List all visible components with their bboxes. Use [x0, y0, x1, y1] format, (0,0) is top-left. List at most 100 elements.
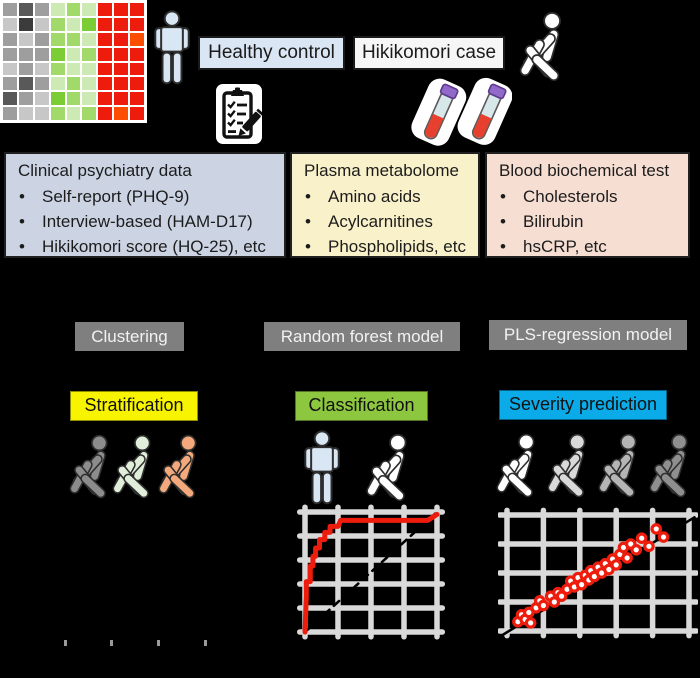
heatmap-cell	[66, 107, 81, 120]
heatmap-cell	[82, 47, 97, 61]
heatmap-cell	[50, 77, 65, 91]
heatmap-cell	[82, 62, 97, 76]
heatmap-cell	[66, 62, 81, 76]
heatmap-tick	[64, 640, 67, 646]
clinical-psychiatry-title: Clinical psychiatry data	[18, 161, 192, 180]
checklist-clipboard-icon	[216, 84, 262, 144]
heatmap-cell	[82, 17, 97, 31]
heatmap-cell	[98, 3, 113, 16]
hikikomori-case-text: Hikikomori case	[361, 42, 497, 63]
hikikomori-case-label: Hikikomori case	[353, 36, 505, 70]
clustering-text: Clustering	[91, 327, 168, 346]
heatmap-cell	[66, 3, 81, 16]
heatmap-cell	[66, 17, 81, 31]
clinical-psychiatry-box: Clinical psychiatry data Self-report (PH…	[4, 152, 286, 259]
heatmap-cell	[130, 17, 144, 31]
healthy-control-label: Healthy control	[198, 36, 345, 70]
heatmap-cell	[98, 47, 113, 61]
heatmap-cell	[114, 107, 129, 120]
cluster-person-gray-icon	[66, 433, 114, 501]
heatmap-cell	[50, 107, 65, 120]
heatmap-cell	[130, 3, 144, 16]
plasma-metabolome-box: Plasma metabolome Amino acidsAcylcarniti…	[290, 152, 480, 259]
heatmap-cell	[3, 107, 17, 120]
heatmap-cell	[3, 3, 17, 16]
plasma-metabolome-items: Amino acidsAcylcarnitinesPhospholipids, …	[292, 184, 478, 259]
heatmap-cell	[18, 17, 33, 31]
heatmap-cell	[130, 47, 144, 61]
heatmap-cell	[34, 107, 49, 120]
blood-biochemical-items: CholesterolsBilirubinhsCRP, etc	[487, 184, 688, 259]
severity-person-1-icon	[492, 432, 542, 500]
heatmap-cell	[82, 92, 97, 106]
stratification-label: Stratification	[70, 391, 198, 421]
blood-tubes-icon	[406, 76, 512, 150]
heatmap-cell	[3, 17, 17, 31]
heatmap-cell	[18, 47, 33, 61]
heatmap-cell	[50, 92, 65, 106]
heatmap-cell	[130, 107, 144, 120]
heatmap-cell	[114, 47, 129, 61]
heatmap-cell	[66, 47, 81, 61]
heatmap-cell	[50, 62, 65, 76]
heatmap-cell	[50, 3, 65, 16]
clustering-label: Clustering	[75, 322, 184, 351]
heatmap-cell	[114, 62, 129, 76]
plasma-metabolome-title: Plasma metabolome	[304, 161, 459, 180]
heatmap-cell	[114, 3, 129, 16]
heatmap-cell	[3, 47, 17, 61]
random-forest-label: Random forest model	[264, 322, 460, 351]
heatmap-cell	[98, 32, 113, 46]
heatmap-tick	[110, 640, 113, 646]
classification-healthy-icon	[300, 430, 344, 506]
blood-biochemical-title: Blood biochemical test	[499, 161, 670, 180]
heatmap-cell	[130, 32, 144, 46]
heatmap-cell	[66, 32, 81, 46]
heatmap-cell	[66, 77, 81, 91]
severity-person-4-icon	[645, 432, 695, 500]
heatmap-cell	[98, 92, 113, 106]
heatmap-cell	[98, 17, 113, 31]
heatmap-cell	[82, 107, 97, 120]
bullet-item: Phospholipids, etc	[292, 234, 478, 259]
bullet-item: Acylcarnitines	[292, 209, 478, 234]
cluster-person-orange-icon	[155, 433, 203, 501]
healthy-control-text: Healthy control	[208, 42, 335, 63]
bullet-item: Bilirubin	[487, 209, 688, 234]
cluster-person-green-icon	[109, 433, 157, 501]
heatmap-cell	[3, 77, 17, 91]
heatmap-cell	[98, 77, 113, 91]
heatmap-cell	[3, 62, 17, 76]
heatmap-tick	[204, 640, 207, 646]
classification-case-icon	[362, 432, 414, 504]
classification-label: Classification	[295, 391, 428, 421]
classification-text: Classification	[308, 395, 415, 415]
heatmap-cell	[82, 32, 97, 46]
bullet-item: hsCRP, etc	[487, 234, 688, 259]
bullet-item: Self-report (PHQ-9)	[6, 184, 284, 209]
hikikomori-person-icon	[512, 10, 572, 84]
severity-prediction-text: Severity prediction	[508, 394, 658, 414]
random-forest-text: Random forest model	[280, 327, 444, 346]
heatmap-cell	[130, 77, 144, 91]
heatmap-cell	[18, 32, 33, 46]
bullet-item: Cholesterols	[487, 184, 688, 209]
pls-regression-label: PLS-regression model	[489, 320, 687, 350]
blood-biochemical-box: Blood biochemical test CholesterolsBilir…	[485, 152, 690, 259]
severity-scatter-plot	[498, 507, 698, 639]
heatmap-cell	[50, 47, 65, 61]
clinical-psychiatry-items: Self-report (PHQ-9)Interview-based (HAM-…	[6, 184, 284, 259]
bullet-item: Interview-based (HAM-D17)	[6, 209, 284, 234]
pls-regression-text: PLS-regression model	[503, 325, 673, 344]
roc-curve-plot	[296, 504, 446, 640]
heatmap-cell	[34, 32, 49, 46]
heatmap-cell	[50, 17, 65, 31]
bullet-item: Amino acids	[292, 184, 478, 209]
heatmap-cell	[66, 92, 81, 106]
heatmap-cell	[114, 77, 129, 91]
heatmap-cell	[18, 107, 33, 120]
heatmap-cell	[34, 62, 49, 76]
heatmap-cell	[114, 17, 129, 31]
healthy-person-icon	[150, 10, 194, 86]
heatmap-cell	[34, 47, 49, 61]
